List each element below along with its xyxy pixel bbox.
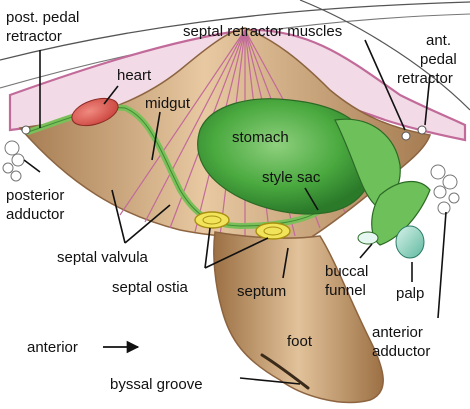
label-foot: foot [287,333,313,350]
anterior-adductor [431,165,459,214]
palp [396,226,424,258]
label-buccal-funnel-1: buccal [325,263,368,280]
label-ant-pedal-retractor-1: ant. [426,32,451,49]
label-ant-pedal-retractor-2: pedal [420,51,457,68]
label-stomach: stomach [232,129,289,146]
label-byssal-groove: byssal groove [110,376,203,393]
label-anterior-adductor-1: anterior [372,324,423,341]
label-posterior-adductor-1: posterior [6,187,64,204]
label-septum: septum [237,283,286,300]
label-post-pedal-retractor-2: retractor [6,28,62,45]
label-post-pedal-retractor-1: post. pedal [6,9,79,26]
label-style-sac: style sac [262,169,321,186]
label-septal-retractor-muscles: septal retractor muscles [183,23,342,40]
label-posterior-adductor-2: adductor [6,206,64,223]
label-midgut: midgut [145,95,191,112]
posterior-adductor [3,141,24,181]
label-heart: heart [117,67,152,84]
label-buccal-funnel-2: funnel [325,282,366,299]
label-anterior: anterior [27,339,78,356]
label-septal-valvula: septal valvula [57,249,149,266]
label-septal-ostia: septal ostia [112,279,189,296]
label-ant-pedal-retractor-3: retractor [397,70,453,87]
label-anterior-adductor-2: adductor [372,343,430,360]
label-palp: palp [396,285,424,302]
foot [214,232,383,402]
